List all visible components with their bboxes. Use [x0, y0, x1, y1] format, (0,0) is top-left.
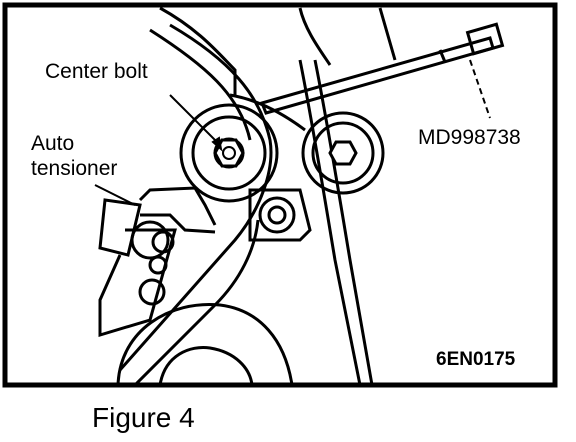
auto-tensioner-label: Auto tensioner: [31, 131, 117, 181]
engine-outline: [159, 6, 397, 242]
tool-label: MD998738: [418, 126, 521, 149]
small-pulley: [258, 196, 296, 234]
auto-tensioner: [98, 186, 217, 338]
figure-caption: Figure 4: [92, 402, 195, 433]
lower-pulley: [116, 302, 294, 386]
special-tool: [259, 22, 505, 115]
auto-tensioner-label-line2: tensioner: [31, 157, 118, 180]
center-bolt: [213, 138, 245, 168]
center-bolt-label: Center bolt: [45, 60, 148, 83]
idler-pulley: [301, 111, 385, 195]
auto-tensioner-label-line1: Auto: [31, 132, 75, 155]
diagram-frame: [2, 2, 558, 388]
leader-lines: [94, 59, 491, 206]
drawing-code: 6EN0175: [436, 349, 516, 370]
timing-belt: [118, 23, 374, 387]
